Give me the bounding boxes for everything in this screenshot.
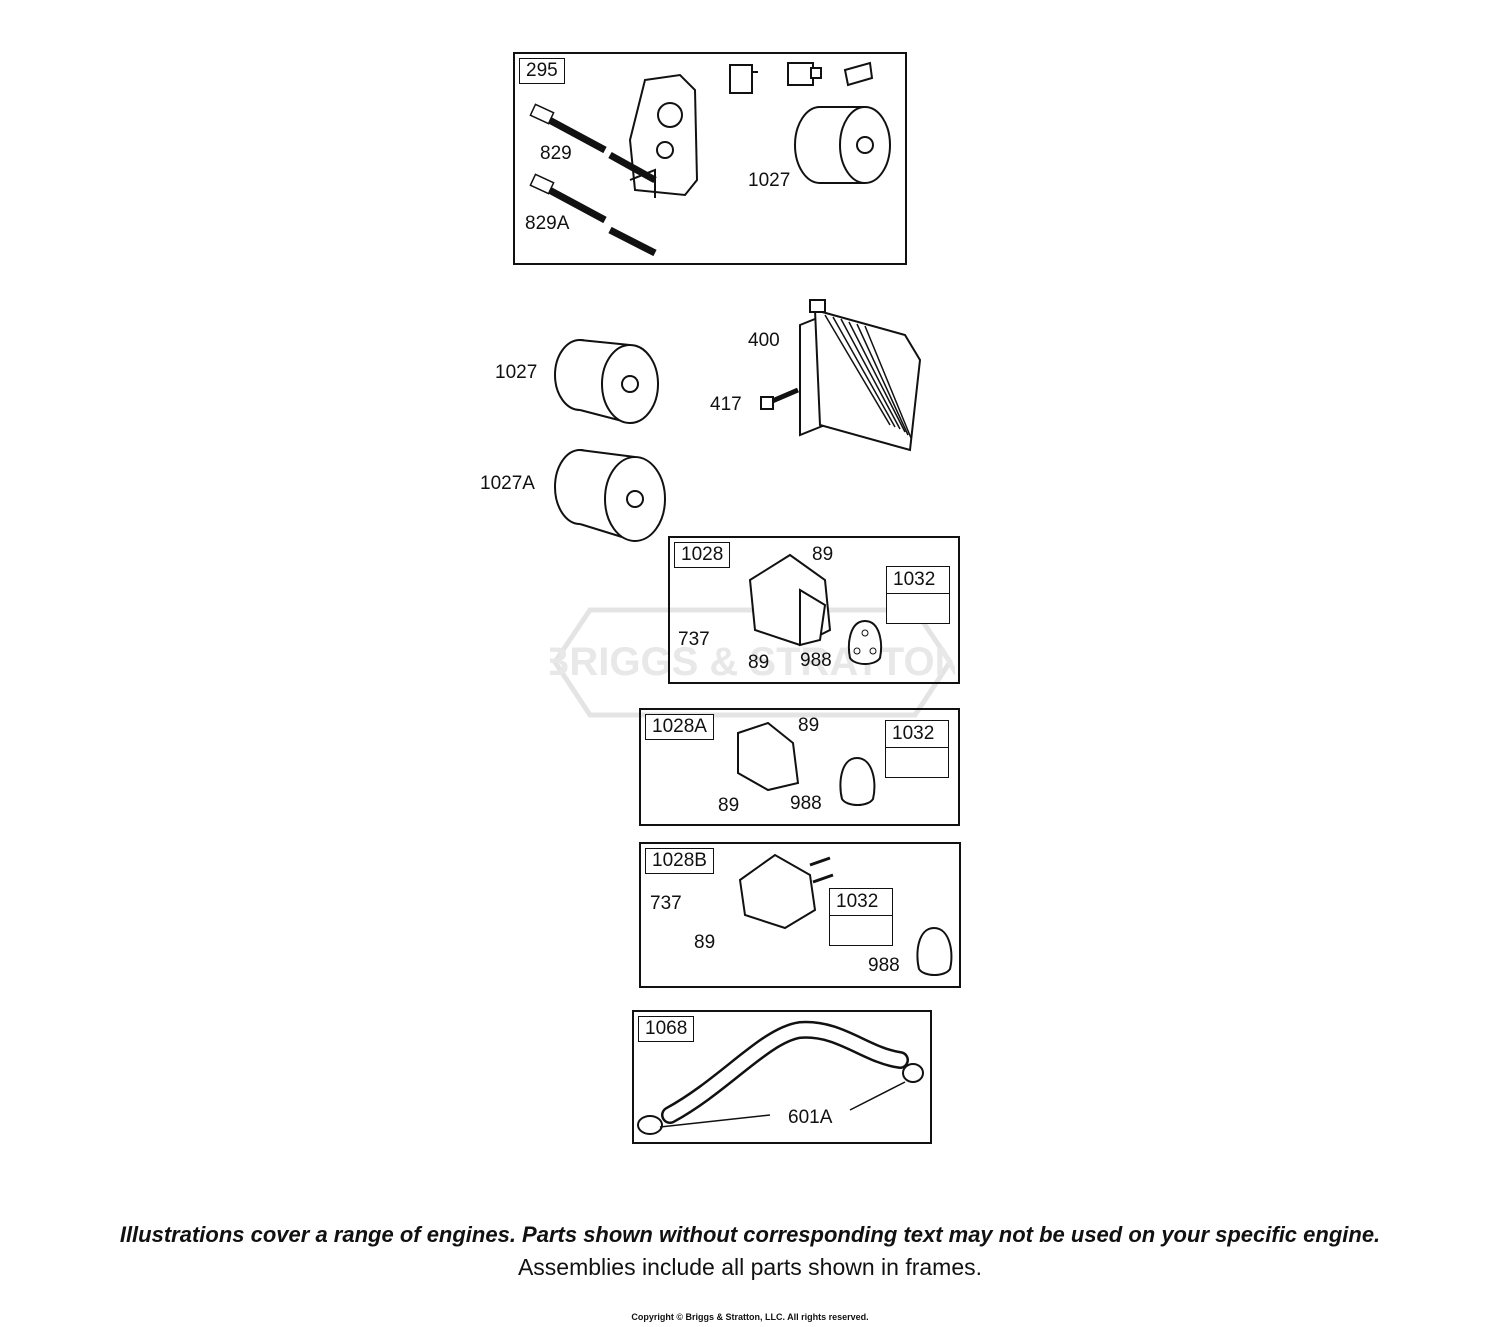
oil-pump-1028a-icon <box>737 721 800 792</box>
callout-829a: 829A <box>525 213 570 234</box>
sub-frame-label-1032-b: 1032 <box>830 889 892 916</box>
oil-cooler-icon <box>799 299 922 452</box>
frame-label-1028b: 1028B <box>645 848 714 874</box>
callout-89-top: 89 <box>812 544 834 565</box>
frame-1028a: 1028A 1032 <box>639 708 960 826</box>
plate-988a-icon <box>839 756 876 806</box>
sub-frame-1032: 1032 <box>886 566 950 624</box>
callout-737: 737 <box>678 629 710 650</box>
oil-pump-1028-icon <box>748 553 832 647</box>
callout-737b: 737 <box>650 893 682 914</box>
disclaimer-note: Illustrations cover a range of engines. … <box>119 1222 1381 1247</box>
callout-988b: 988 <box>868 955 900 976</box>
callout-988: 988 <box>800 650 832 671</box>
frame-label-1068: 1068 <box>638 1016 695 1042</box>
oil-hose-alt-icon <box>529 173 657 257</box>
breather-tube-icon <box>637 1020 924 1135</box>
sub-frame-1032-b: 1032 <box>829 888 893 946</box>
oil-filter-icon <box>794 106 891 184</box>
sub-frame-label-1032: 1032 <box>887 567 949 594</box>
frame-1028: 1028 1032 <box>668 536 960 684</box>
oil-pump-1028b-icon <box>738 853 834 930</box>
frame-label-295: 295 <box>519 58 565 84</box>
fitting-tee-icon <box>787 62 822 86</box>
copyright-text: Copyright © Briggs & Stratton, LLC. All … <box>631 1312 869 1322</box>
callout-601a: 601A <box>788 1107 833 1128</box>
plate-988-icon <box>847 619 883 665</box>
fitting-nipple-icon <box>843 61 874 87</box>
callout-89a-bottom: 89 <box>718 795 740 816</box>
plate-988b-icon <box>916 926 953 976</box>
sub-frame-label-1032-a: 1032 <box>886 721 948 748</box>
oil-filter-1027-icon <box>554 339 659 424</box>
callout-89-bottom: 89 <box>748 652 770 673</box>
watermark-text: BRIGGS & STRATTON <box>550 640 955 684</box>
callout-829: 829 <box>540 143 572 164</box>
oil-filter-1027a-icon <box>554 449 666 542</box>
bolt-417-icon <box>760 387 799 410</box>
frame-label-1028a: 1028A <box>645 714 714 740</box>
frame-1028b: 1028B 1032 <box>639 842 961 988</box>
callout-400: 400 <box>748 330 780 351</box>
assemblies-note: Assemblies include all parts shown in fr… <box>517 1254 983 1280</box>
frame-1068: 1068 <box>632 1010 932 1144</box>
callout-1027-frame: 1027 <box>748 170 791 191</box>
callout-417: 417 <box>710 394 742 415</box>
callout-89a-top: 89 <box>798 715 820 736</box>
callout-89b: 89 <box>694 932 716 953</box>
sub-frame-1032-a: 1032 <box>885 720 949 778</box>
callout-1027: 1027 <box>495 362 538 383</box>
callout-1027a: 1027A <box>480 473 535 494</box>
oil-filter-adapter-icon <box>628 73 699 198</box>
callout-988a: 988 <box>790 793 822 814</box>
frame-label-1028: 1028 <box>674 542 731 568</box>
oil-hose-icon <box>529 103 657 184</box>
fitting-elbow-icon <box>729 64 758 94</box>
briggs-stratton-watermark: BRIGGS & STRATTON <box>550 607 955 718</box>
frame-295: 295 <box>513 52 907 265</box>
